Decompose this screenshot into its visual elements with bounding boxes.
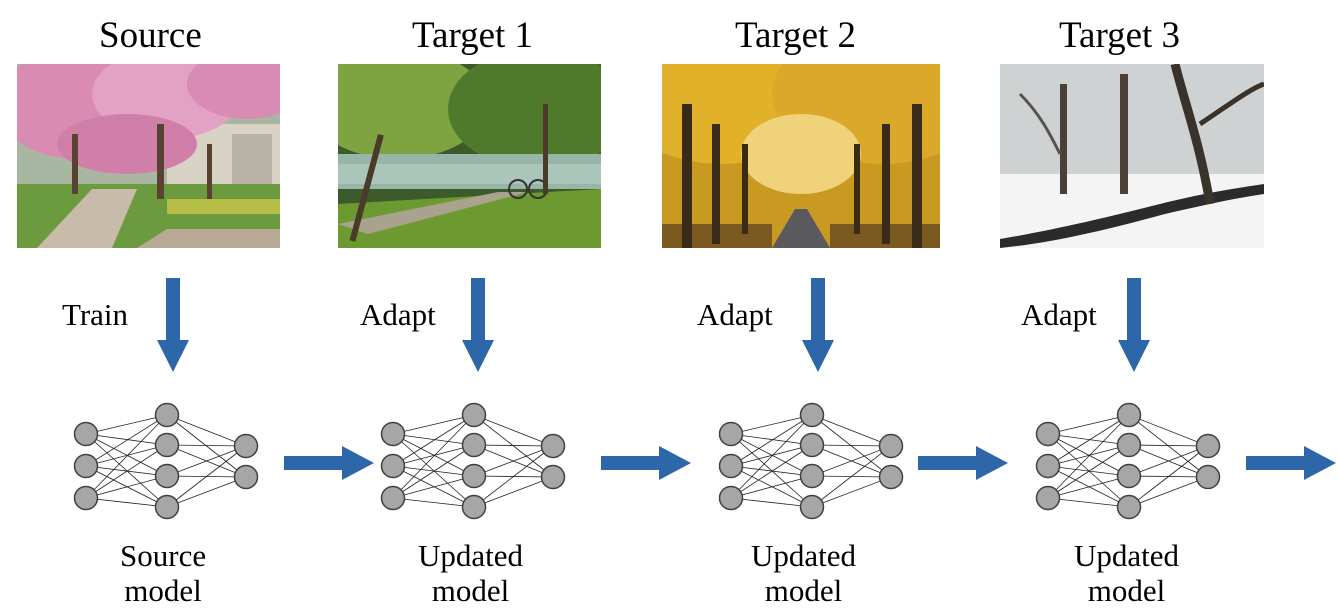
action-label: Adapt bbox=[697, 297, 773, 332]
caption-line-1: Source bbox=[120, 538, 207, 573]
model-caption: Updated model bbox=[418, 538, 523, 608]
stage-target-2: Target 2 Adapt bbox=[662, 15, 940, 608]
caption-line-1: Updated bbox=[1074, 538, 1180, 573]
source-photo bbox=[17, 64, 280, 248]
snowy-stream-image bbox=[1000, 64, 1264, 248]
stage-title: Target 1 bbox=[412, 15, 534, 56]
neural-network-icon bbox=[380, 402, 566, 520]
green-park-image bbox=[338, 64, 601, 248]
right-arrow-icon bbox=[918, 446, 1008, 480]
caption-line-1: Updated bbox=[418, 538, 524, 573]
action-label: Train bbox=[62, 297, 129, 332]
neural-network-icon bbox=[1035, 402, 1221, 520]
right-arrow-icon bbox=[601, 446, 691, 480]
right-arrow-icon bbox=[284, 446, 374, 480]
target-2-photo bbox=[662, 64, 940, 248]
model-caption: Source model bbox=[120, 538, 206, 608]
model-caption: Updated model bbox=[1074, 538, 1179, 608]
caption-line-2: model bbox=[1087, 573, 1166, 608]
down-arrow-icon bbox=[1118, 278, 1150, 372]
stage-source: Source Train bbox=[0, 0, 320, 615]
caption-line-1: Updated bbox=[751, 538, 857, 573]
neural-network-icon bbox=[718, 402, 904, 520]
caption-line-2: model bbox=[124, 573, 202, 608]
stage-title: Target 2 bbox=[735, 15, 857, 56]
down-arrow-icon bbox=[802, 278, 834, 372]
stage-title: Source bbox=[99, 15, 202, 56]
target-3-photo bbox=[1000, 64, 1264, 248]
stage-target-1: Target 1 Adapt bbox=[0, 0, 660, 615]
action-label: Adapt bbox=[1021, 297, 1097, 332]
stage-title: Target 3 bbox=[1059, 15, 1181, 56]
right-arrow-icon bbox=[1246, 446, 1336, 480]
neural-network-icon bbox=[73, 402, 259, 520]
caption-line-2: model bbox=[764, 573, 843, 608]
model-caption: Updated model bbox=[751, 538, 856, 608]
down-arrow-icon bbox=[462, 278, 494, 372]
autumn-ginkgo-image bbox=[662, 64, 940, 248]
caption-line-2: model bbox=[431, 573, 510, 608]
action-label: Adapt bbox=[360, 297, 436, 332]
cherry-blossom-image bbox=[17, 64, 280, 248]
down-arrow-icon bbox=[157, 278, 189, 372]
target-1-photo bbox=[338, 64, 601, 248]
